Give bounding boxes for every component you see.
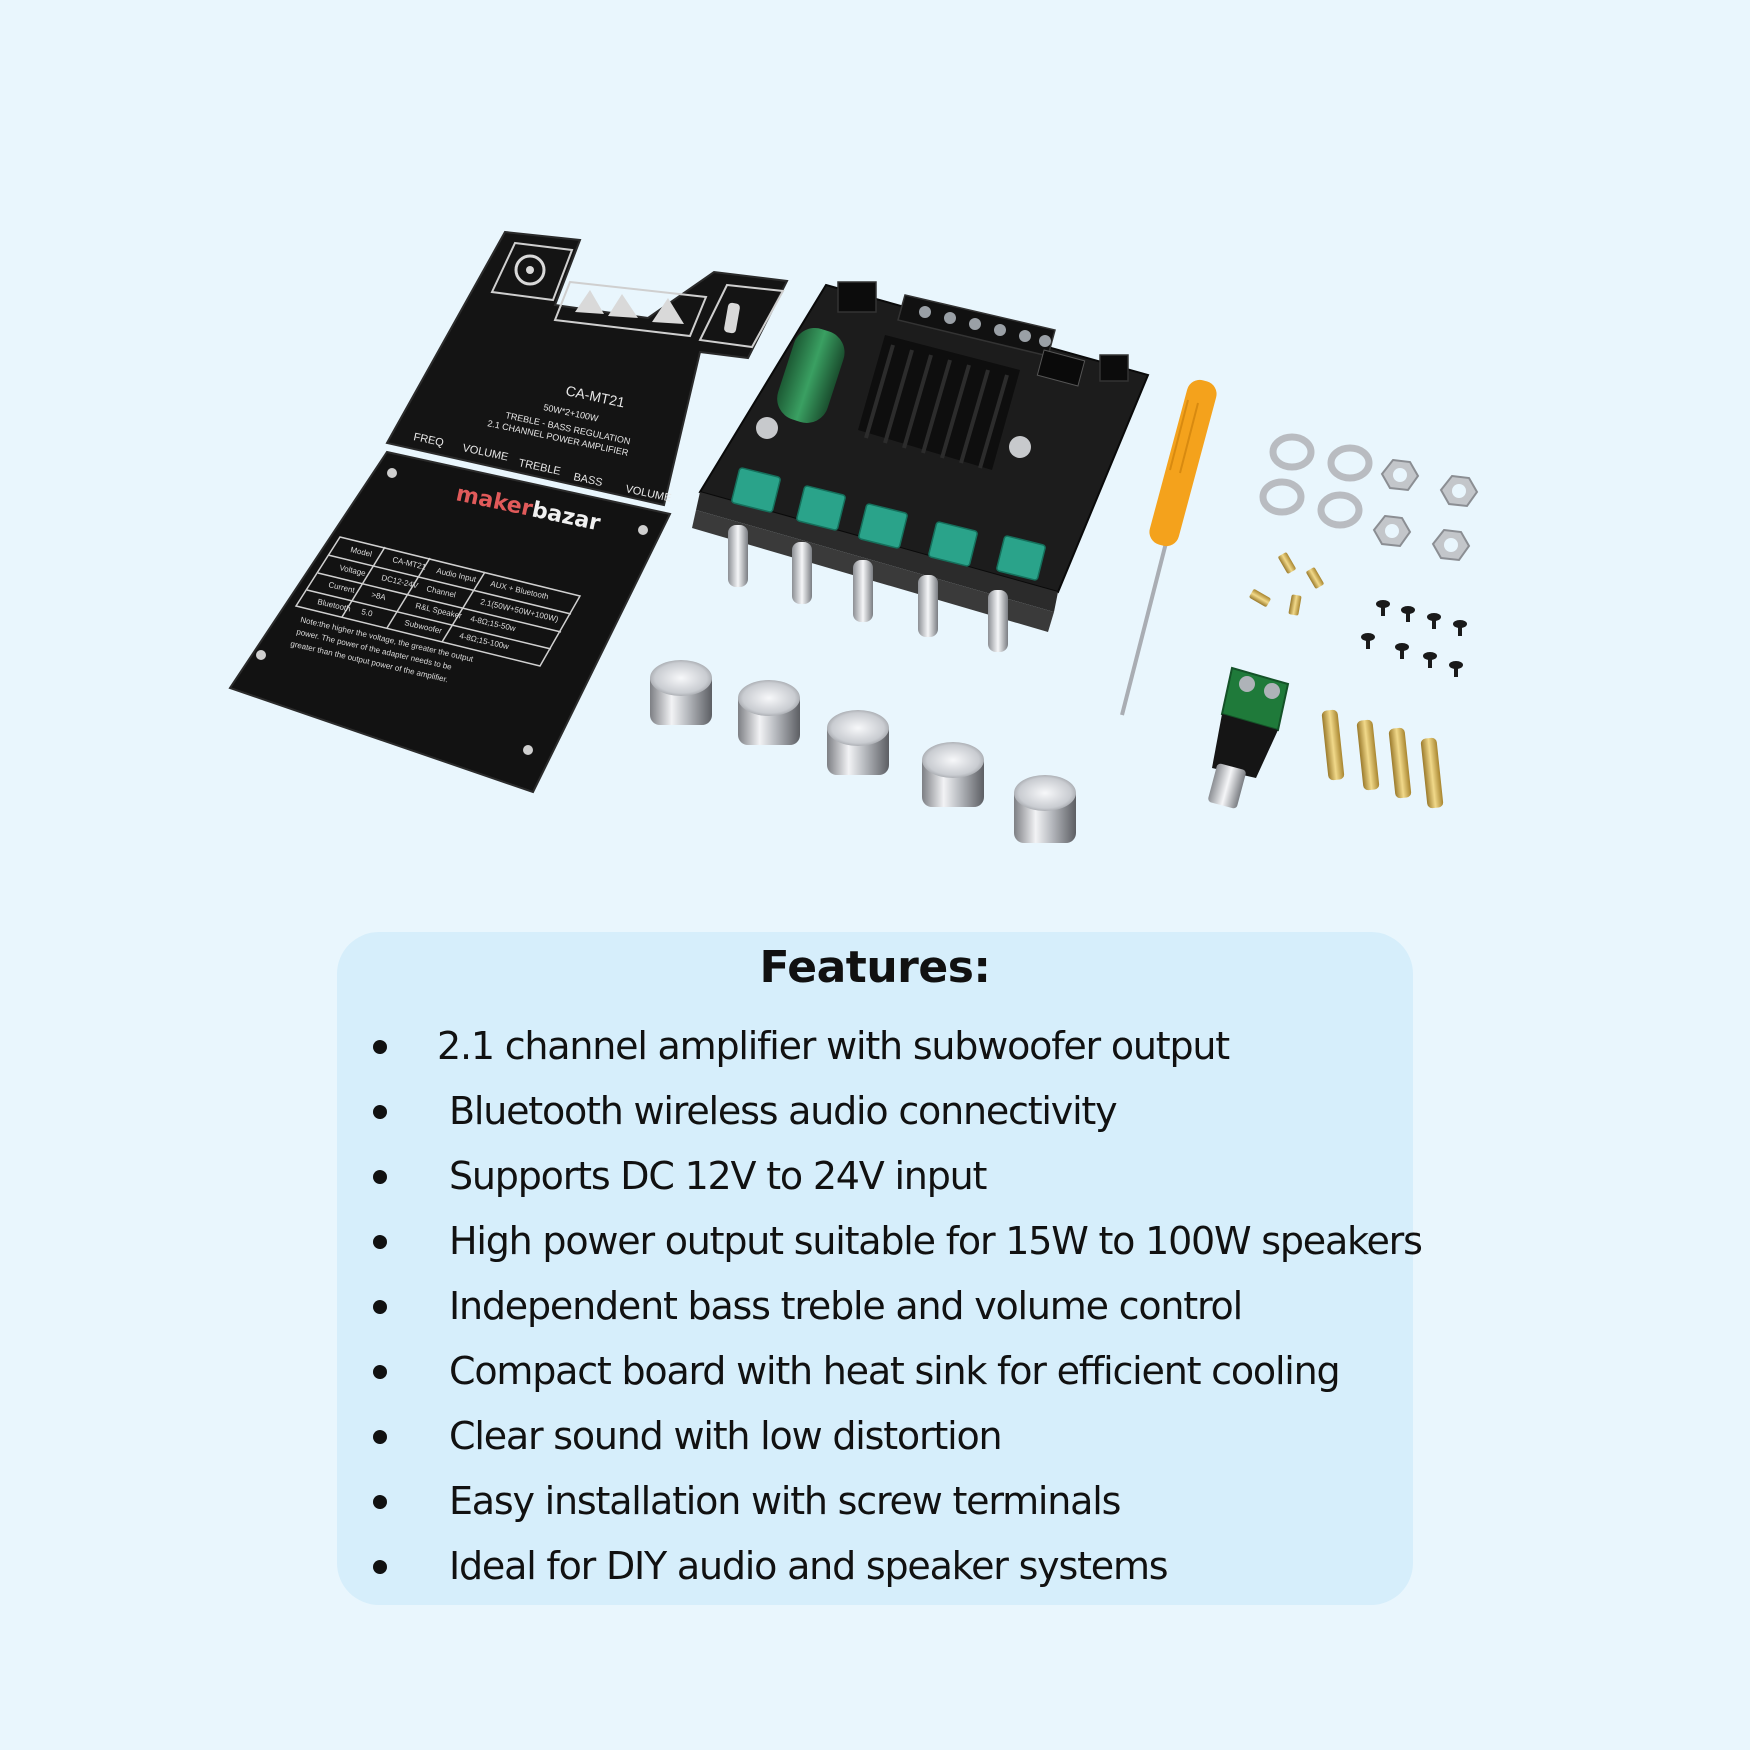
feature-item: Bluetooth wireless audio connectivity [369, 1079, 1399, 1144]
spec-table [294, 536, 582, 667]
feature-text: Bluetooth wireless audio connectivity [449, 1089, 1118, 1133]
feature-item: 2.1 channel amplifier with subwoofer out… [369, 1014, 1399, 1079]
feature-text: Easy installation with screw terminals [449, 1479, 1121, 1523]
feature-text: Independent bass treble and volume contr… [449, 1284, 1243, 1328]
bullet-icon [373, 1040, 387, 1054]
features-title: Features: [759, 942, 992, 993]
potentiometers [731, 467, 1046, 581]
feature-text: High power output suitable for 15W to 10… [449, 1219, 1423, 1263]
speaker-icons [553, 280, 708, 338]
acrylic-panel-top: CA-MT21 50W*2+100W TREBLE - BASS REGULAT… [385, 230, 789, 507]
bullet-icon [373, 1430, 387, 1444]
amplifier-board [692, 281, 1150, 652]
knob-icon [827, 710, 889, 775]
heatsink [858, 335, 1020, 470]
knobs [650, 660, 1076, 843]
nuts [1372, 458, 1479, 562]
features-list: 2.1 channel amplifier with subwoofer out… [369, 1014, 1423, 1599]
screws [1361, 600, 1467, 677]
knob-icon [1014, 775, 1076, 843]
feature-item: Compact board with heat sink for efficie… [369, 1339, 1399, 1404]
panel-bass-label: BASS [572, 471, 603, 489]
bullet-icon [373, 1105, 387, 1119]
knob-icon [650, 660, 712, 725]
brass-standoffs [1321, 709, 1444, 809]
feature-text: Ideal for DIY audio and speaker systems [449, 1544, 1169, 1588]
feature-item: High power output suitable for 15W to 10… [369, 1209, 1423, 1274]
bullet-icon [373, 1495, 387, 1509]
feature-item: Supports DC 12V to 24V input [369, 1144, 1399, 1209]
aux-in-icon [698, 283, 785, 349]
acrylic-panel-bottom: makerbazar Model CA-MT21 Audio Input AUX… [228, 450, 672, 794]
feature-text: Compact board with heat sink for efficie… [449, 1349, 1341, 1393]
potentiometer-shafts [728, 525, 1008, 652]
bluetooth-icon [490, 241, 574, 302]
bullet-icon [373, 1300, 387, 1314]
feature-item: Clear sound with low distortion [369, 1404, 1399, 1469]
bullet-icon [373, 1560, 387, 1574]
feature-text: 2.1 channel amplifier with subwoofer out… [437, 1024, 1230, 1068]
bullet-icon [373, 1365, 387, 1379]
svg-text:5.0: 5.0 [361, 607, 374, 618]
washers [1259, 433, 1373, 529]
feature-item: Easy installation with screw terminals [369, 1469, 1399, 1534]
dc-jack [837, 281, 877, 313]
dc-jack-adapter [1208, 666, 1290, 809]
features-card: Features: 2.1 channel amplifier with sub… [337, 932, 1423, 1605]
brass-screws [1249, 552, 1324, 616]
bullet-icon [373, 1170, 387, 1184]
screwdriver [1120, 379, 1217, 716]
feature-text: Supports DC 12V to 24V input [449, 1154, 987, 1198]
svg-text:>8A: >8A [371, 590, 388, 602]
feature-text: Clear sound with low distortion [449, 1414, 1003, 1458]
knob-icon [922, 742, 984, 807]
feature-item: Ideal for DIY audio and speaker systems [369, 1534, 1399, 1599]
feature-item: Independent bass treble and volume contr… [369, 1274, 1399, 1339]
product-photo: CA-MT21 50W*2+100W TREBLE - BASS REGULAT… [228, 230, 1479, 843]
capacitor [777, 327, 845, 423]
bullet-icon [373, 1235, 387, 1249]
knob-icon [738, 680, 800, 745]
